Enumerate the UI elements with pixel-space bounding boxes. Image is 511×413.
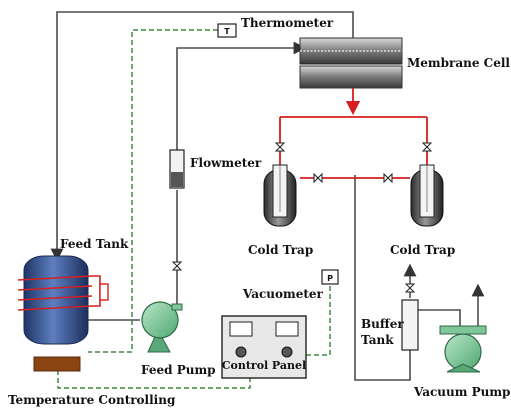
- feed-tank: [17, 255, 109, 372]
- vacuometer: P: [321, 269, 339, 285]
- valves: [171, 142, 433, 293]
- vacuum-pump-label: Vacuum Pump: [413, 385, 510, 399]
- vacuum-pump: [439, 325, 487, 373]
- control-panel: Control Panel: [221, 315, 307, 379]
- thermometer-glyph: T: [224, 27, 230, 36]
- buffer-tank: [401, 299, 419, 351]
- control-knob-left: [235, 346, 247, 358]
- heater-pad: [33, 356, 81, 372]
- feed-tank-label: Feed Tank: [60, 237, 129, 251]
- thermometer: T: [217, 23, 237, 38]
- valve-feed-line: [171, 261, 183, 271]
- valve-left-trap: [274, 142, 286, 152]
- signal-lines: [57, 29, 331, 389]
- valve-horizontal-right: [383, 172, 393, 184]
- buffer-tank-label-line2: Tank: [361, 333, 394, 347]
- cold-trap-right: [410, 164, 444, 227]
- heater-coil: [17, 275, 101, 311]
- membrane-cell: [299, 37, 403, 89]
- buffer-tank-label-line1: Buffer: [361, 317, 404, 331]
- feed-pump-label: Feed Pump: [141, 363, 216, 377]
- vacuometer-label: Vacuometer: [242, 287, 324, 301]
- flowmeter: [169, 149, 185, 189]
- cold-trap-right-label: Cold Trap: [390, 243, 455, 257]
- valve-horizontal-left: [313, 172, 323, 184]
- vacuometer-glyph: P: [327, 274, 333, 283]
- thermometer-label: Thermometer: [241, 16, 334, 30]
- cold-trap-left-label: Cold Trap: [248, 243, 313, 257]
- valve-buffer-exhaust: [404, 283, 416, 293]
- control-knob-right: [281, 346, 293, 358]
- valve-right-trap: [421, 142, 433, 152]
- control-word: Control: [222, 359, 268, 372]
- membrane-cell-label: Membrane Cell: [407, 56, 510, 70]
- temperature-controlling-label: Temperature Controlling: [8, 393, 176, 407]
- vapor-lines: [279, 88, 428, 179]
- feed-pump: [141, 301, 183, 353]
- panel-word: Panel: [272, 359, 306, 372]
- flowmeter-label: Flowmeter: [190, 156, 262, 170]
- cold-trap-left: [263, 164, 297, 227]
